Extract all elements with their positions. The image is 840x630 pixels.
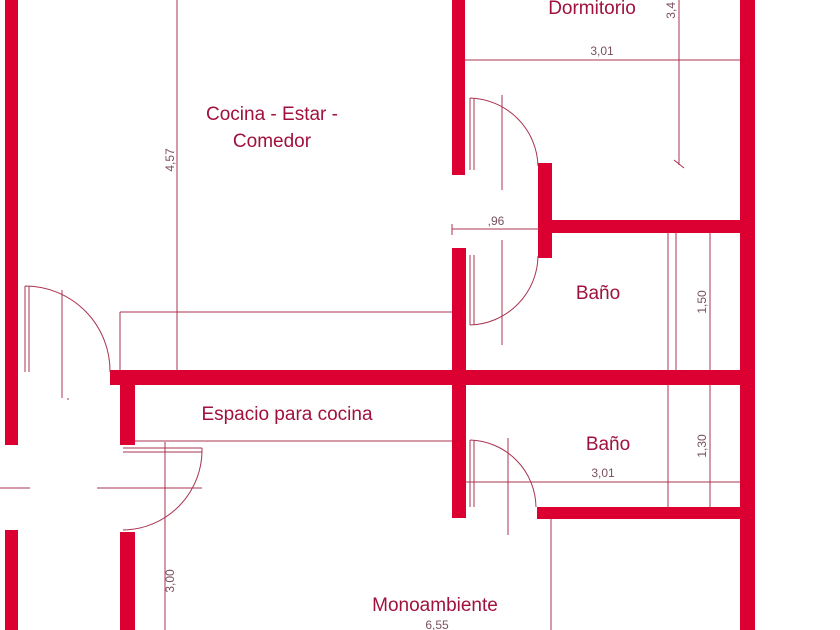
label-espacio-cocina: Espacio para cocina xyxy=(201,404,373,425)
door-dormitorio xyxy=(469,97,539,170)
wall-left-lower xyxy=(5,530,18,630)
label-dormitorio: Dormitorio xyxy=(548,0,636,19)
dim-dormitorio-height: 3,4 xyxy=(664,2,678,19)
label-cocina-line2: Comedor xyxy=(233,131,312,152)
wall-left-upper xyxy=(5,0,18,445)
dim-bano2-width: 3,01 xyxy=(591,466,615,480)
dim-door-width: ,96 xyxy=(488,214,505,228)
dimension-lines xyxy=(0,0,740,630)
wall-middle-horizontal xyxy=(110,370,750,385)
doors xyxy=(24,97,539,531)
wall-dorm-left xyxy=(452,0,465,175)
dim-bano2-height: 1,30 xyxy=(695,434,709,458)
dim-mono-height: 3,00 xyxy=(163,569,177,593)
label-monoambiente: Monoambiente xyxy=(372,595,498,616)
dimension-labels: 3,01 3,4 4,57 ,96 1,50 1,30 3,01 3,00 6,… xyxy=(163,2,709,630)
wall-bath-door-jamb xyxy=(538,163,552,258)
dim-mono-width: 6,55 xyxy=(425,618,449,630)
door-living xyxy=(24,285,111,373)
room-labels: Dormitorio Cocina - Estar - Comedor Baño… xyxy=(201,0,635,616)
dim-cocina-height: 4,57 xyxy=(163,148,177,172)
dim-dormitorio-width: 3,01 xyxy=(590,44,614,58)
label-bano-2: Baño xyxy=(586,434,630,455)
wall-bath2-bottom xyxy=(537,507,750,519)
label-cocina-line1: Cocina - Estar - xyxy=(206,104,338,125)
door-bano-2 xyxy=(469,439,537,508)
wall-mono-left xyxy=(120,532,135,630)
wall-dorm-bath xyxy=(538,220,750,233)
door-bano-1 xyxy=(469,255,539,326)
door-mono xyxy=(122,447,203,531)
dim-bano1-height: 1,50 xyxy=(695,290,709,314)
wall-kitchen-left xyxy=(120,385,135,445)
label-bano-1: Baño xyxy=(576,283,620,304)
wall-hall-right xyxy=(452,248,466,518)
wall-right xyxy=(740,0,755,630)
walls xyxy=(5,0,755,630)
